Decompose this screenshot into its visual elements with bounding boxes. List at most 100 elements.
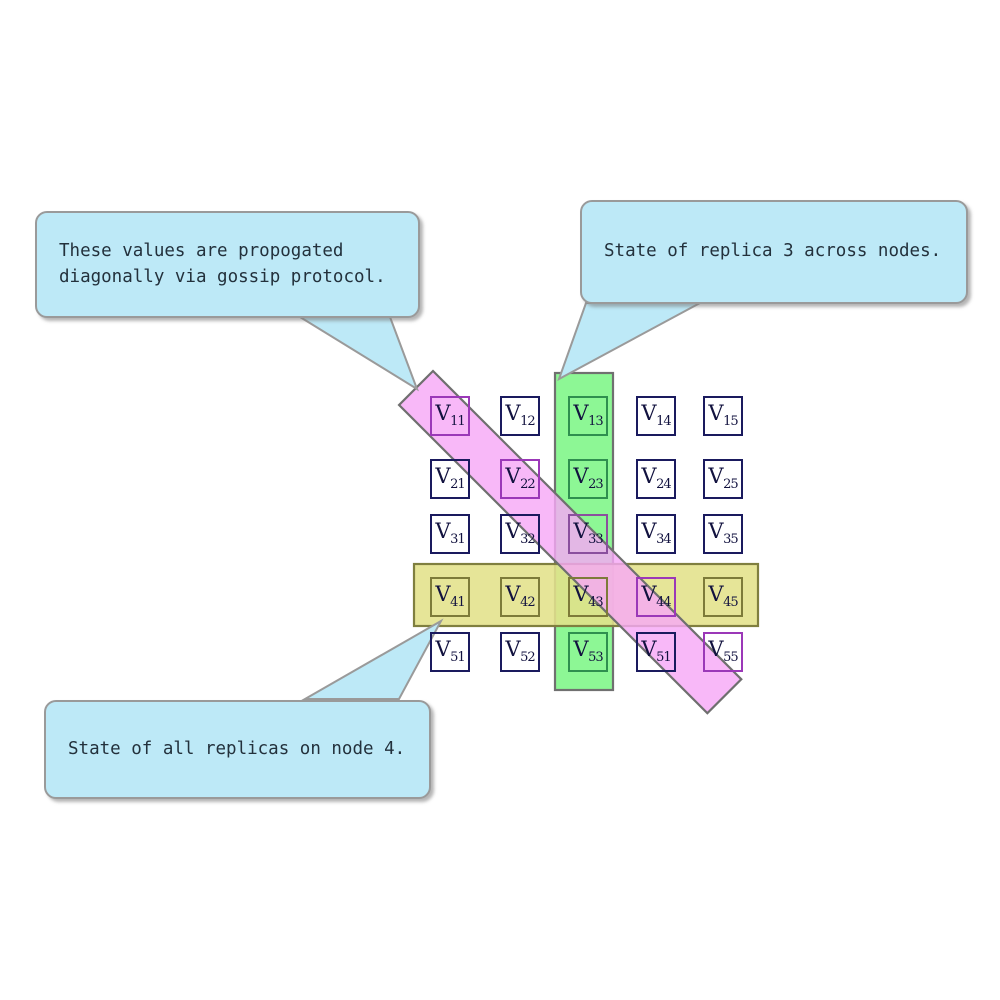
cell-label-subscript: 21 — [450, 477, 466, 493]
cell-label: V15 — [708, 401, 739, 430]
grid-cell-v13[interactable]: V13 — [568, 396, 608, 436]
cell-label: V33 — [573, 519, 603, 547]
cell-label-subscript: 51 — [656, 650, 672, 666]
cell-label: V32 — [505, 521, 536, 548]
cell-label: V51 — [641, 637, 672, 666]
grid-cell-v42[interactable]: V42 — [500, 577, 540, 617]
cell-label: V24 — [641, 464, 672, 493]
cell-label-base: V — [435, 637, 451, 662]
cell-label-subscript: 14 — [656, 414, 672, 430]
cell-label: V42 — [505, 582, 536, 611]
cell-label-subscript: 22 — [520, 477, 536, 493]
cell-label-subscript: 13 — [588, 414, 604, 430]
cell-label: V34 — [641, 521, 671, 547]
cell-label-base: V — [641, 582, 657, 607]
grid-cell-v41[interactable]: V41 — [430, 577, 470, 617]
cell-label: V52 — [505, 637, 536, 666]
gossip-callout-tail — [296, 316, 419, 392]
cell-label-subscript: 44 — [656, 595, 672, 611]
cell-label: V12 — [505, 401, 536, 430]
cell-label-base: V — [573, 401, 589, 426]
cell-label-base: V — [435, 582, 451, 607]
grid-cell-v34[interactable]: V34 — [636, 514, 676, 554]
cell-label: V25 — [708, 464, 739, 493]
cell-label-subscript: 23 — [588, 477, 604, 493]
cell-label-base: V — [573, 582, 589, 607]
replica-callout-tail — [557, 302, 701, 382]
grid-cell-v43[interactable]: V43 — [568, 577, 608, 617]
cell-label-subscript: 32 — [520, 532, 536, 548]
cell-label-base: V — [708, 464, 724, 489]
cell-label-subscript: 41 — [450, 595, 466, 611]
cell-label: V35 — [708, 519, 739, 548]
grid-cell-v25[interactable]: V25 — [703, 459, 743, 499]
cell-label-subscript: 11 — [450, 414, 466, 430]
cell-label-base: V — [641, 401, 657, 426]
grid-cell-v23[interactable]: V23 — [568, 459, 608, 499]
cell-label-subscript: 45 — [723, 595, 739, 611]
cell-label-subscript: 31 — [450, 532, 466, 548]
callout-node-4[interactable]: State of all replicas on node 4. — [44, 700, 431, 799]
cell-label-subscript: 43 — [588, 595, 604, 611]
grid-cell-v31[interactable]: V31 — [430, 514, 470, 554]
cell-label-subscript: 42 — [520, 595, 536, 611]
cell-label-base: V — [435, 464, 451, 489]
cell-label-base: V — [505, 637, 521, 662]
cell-label: V44 — [641, 582, 672, 611]
cell-label-base: V — [708, 401, 724, 426]
grid-cell-v44[interactable]: V44 — [636, 577, 676, 617]
grid-cell-v24[interactable]: V24 — [636, 459, 676, 499]
cell-label-base: V — [435, 401, 451, 426]
cell-label: V23 — [573, 466, 604, 493]
cell-label-base: V — [708, 519, 724, 544]
cell-label-subscript: 52 — [520, 650, 536, 666]
cell-label-base: V — [641, 637, 657, 662]
grid-cell-v35[interactable]: V35 — [703, 514, 743, 554]
grid-cell-v51[interactable]: V51 — [636, 632, 676, 672]
cell-label: V13 — [573, 401, 604, 430]
grid-cell-v51[interactable]: V51 — [430, 632, 470, 672]
cell-label-base: V — [708, 582, 724, 607]
grid-cell-v21[interactable]: V21 — [430, 459, 470, 499]
cell-label: V45 — [708, 582, 739, 611]
callout-node-text: State of all replicas on node 4. — [68, 738, 406, 759]
cell-label-base: V — [573, 637, 589, 662]
grid-cell-v12[interactable]: V12 — [500, 396, 540, 436]
cell-label: V14 — [641, 401, 672, 430]
cell-label-subscript: 53 — [588, 650, 604, 666]
cell-label-base: V — [641, 464, 657, 489]
grid-cell-v33[interactable]: V33 — [568, 514, 608, 554]
cell-label: V51 — [435, 637, 466, 666]
cell-label-subscript: 25 — [723, 477, 739, 493]
grid-cell-v15[interactable]: V15 — [703, 396, 743, 436]
cell-label-subscript: 15 — [723, 414, 739, 430]
cell-label-base: V — [708, 637, 724, 662]
cell-label: V55 — [708, 637, 738, 665]
cell-label: V43 — [573, 582, 604, 611]
callout-gossip-text: These values are propogated diagonally v… — [59, 241, 386, 287]
grid-cell-v22[interactable]: V22 — [500, 459, 540, 499]
cell-label: V31 — [435, 521, 466, 548]
grid-cell-v53[interactable]: V53 — [568, 632, 608, 672]
cell-label-subscript: 51 — [450, 650, 466, 666]
cell-label-base: V — [573, 519, 589, 544]
grid-cell-v32[interactable]: V32 — [500, 514, 540, 554]
cell-label-base: V — [505, 464, 521, 489]
grid-cell-v11[interactable]: V11 — [430, 396, 470, 436]
callout-gossip-protocol[interactable]: These values are propogated diagonally v… — [35, 211, 420, 318]
grid-cell-v52[interactable]: V52 — [500, 632, 540, 672]
cell-label-base: V — [505, 582, 521, 607]
cell-label-subscript: 12 — [520, 414, 536, 430]
cell-label: V22 — [505, 464, 536, 493]
cell-label-base: V — [505, 401, 521, 426]
cell-label-subscript: 24 — [656, 477, 672, 493]
grid-cell-v55[interactable]: V55 — [703, 632, 743, 672]
callout-replica-text: State of replica 3 across nodes. — [604, 241, 942, 262]
grid-cell-v14[interactable]: V14 — [636, 396, 676, 436]
grid-cell-v45[interactable]: V45 — [703, 577, 743, 617]
cell-label-subscript: 35 — [723, 532, 739, 548]
cell-label: V11 — [435, 401, 466, 430]
callout-replica-3[interactable]: State of replica 3 across nodes. — [580, 200, 968, 304]
